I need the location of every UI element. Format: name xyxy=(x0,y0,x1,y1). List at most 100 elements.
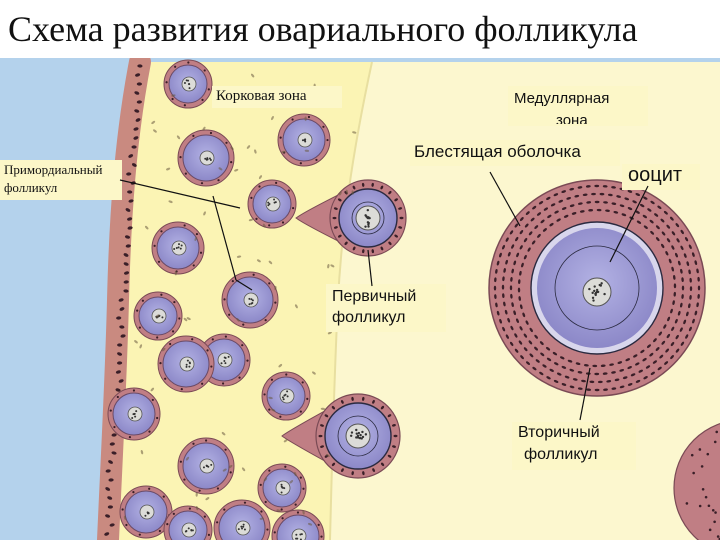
granulosa-dot xyxy=(716,535,720,538)
granulosa-dot xyxy=(627,190,633,193)
granulosa-dot xyxy=(556,218,561,222)
epithelium-cell xyxy=(123,253,129,257)
granulosa-dot xyxy=(317,523,320,526)
stromal-cell xyxy=(174,270,177,276)
granulosa-dot xyxy=(172,512,175,515)
epithelium-cell xyxy=(125,244,131,248)
granulosa-dot xyxy=(690,453,694,457)
chromatin-dot xyxy=(190,529,193,532)
granulosa-dot xyxy=(643,225,648,229)
granulosa-dot xyxy=(362,249,365,254)
granulosa-dot xyxy=(668,258,672,264)
primordial-follicle xyxy=(151,221,205,275)
granulosa-dot xyxy=(657,366,662,371)
granulosa-dot xyxy=(263,393,266,396)
granulosa-dot xyxy=(113,425,116,429)
granulosa-dot xyxy=(681,277,684,283)
granulosa-dot xyxy=(661,340,666,345)
granulosa-dot xyxy=(558,199,564,203)
chromatin-dot xyxy=(591,296,595,300)
granulosa-dot xyxy=(611,387,617,390)
granulosa-dot xyxy=(148,487,151,490)
chromatin-dot xyxy=(355,428,358,432)
epithelium-cell xyxy=(127,190,133,194)
chromatin-dot xyxy=(349,434,353,437)
granulosa-dot xyxy=(692,471,695,475)
primordial-follicle xyxy=(119,485,173,539)
surface-epithelium xyxy=(97,58,151,540)
chromatin-dot xyxy=(600,282,603,285)
granulosa-dot xyxy=(675,223,680,228)
granulosa-dot xyxy=(561,365,567,369)
granulosa-dot xyxy=(493,285,497,291)
granulosa-dot xyxy=(528,231,533,236)
stromal-cell xyxy=(263,477,268,482)
granulosa-dot xyxy=(537,233,541,238)
stromal-cell xyxy=(150,387,154,392)
nucleus xyxy=(291,528,307,540)
chromatin-dot xyxy=(188,362,191,365)
granulosa-dot xyxy=(255,217,258,220)
granulosa-dot xyxy=(588,209,594,212)
granulosa-dot xyxy=(228,313,231,316)
epithelium-cell xyxy=(124,271,130,275)
granulosa-dot xyxy=(617,361,623,364)
primary-follicle-label-line1: Первичный xyxy=(332,288,417,305)
granulosa-dot xyxy=(650,200,655,205)
chromatin-dot xyxy=(237,528,240,531)
stromal-cell xyxy=(228,464,233,469)
granulosa-dot xyxy=(211,338,214,341)
granulosa-dot xyxy=(387,454,392,458)
granulosa-dot xyxy=(499,252,502,258)
granulosa-dot xyxy=(207,88,210,91)
chromatin-dot xyxy=(224,362,227,365)
granulosa-dot xyxy=(380,405,385,410)
granulosa-dot xyxy=(322,125,325,128)
granulosa-dot xyxy=(388,190,392,195)
chromatin-dot xyxy=(227,355,230,358)
nucleus xyxy=(217,352,233,368)
granulosa-dot xyxy=(619,369,625,372)
chromatin-dot xyxy=(251,299,254,302)
chromatin-dot xyxy=(365,216,369,219)
granulosa-dot xyxy=(519,230,524,235)
granulosa-dot xyxy=(569,187,575,191)
granulosa-dot xyxy=(583,364,589,367)
granulosa-dot xyxy=(519,326,523,331)
oocyte-inner-ring xyxy=(351,201,385,235)
stromal-cell xyxy=(327,263,330,269)
granulosa-dot xyxy=(203,515,206,518)
granulosa-dot xyxy=(701,487,705,491)
granulosa-dot xyxy=(502,244,505,250)
granulosa-dot xyxy=(624,197,630,201)
granulosa-dot xyxy=(223,298,226,301)
granulosa-dot xyxy=(264,500,267,504)
granulosa-dot xyxy=(577,202,583,205)
epithelium-cell xyxy=(115,370,121,374)
granulosa-dot xyxy=(331,462,336,467)
stromal-cell xyxy=(185,456,190,461)
nucleus xyxy=(265,196,281,212)
granulosa-dot xyxy=(148,430,151,433)
stromal-cell xyxy=(289,480,294,484)
granulosa-dot xyxy=(340,400,344,404)
granulosa-dot xyxy=(338,234,342,238)
granulosa-dot xyxy=(635,362,640,366)
granulosa-dot xyxy=(664,361,669,365)
cortical-zone-label: Корковая зона xyxy=(216,88,307,104)
granulosa-dot xyxy=(650,371,655,376)
chromatin-dot xyxy=(144,514,147,517)
epithelium-cell xyxy=(105,487,111,491)
granulosa-dot xyxy=(557,372,562,376)
chromatin-dot xyxy=(185,363,188,366)
chromatin-dot xyxy=(592,299,595,302)
granulosa-dot xyxy=(153,244,156,247)
stromal-cell xyxy=(339,191,342,196)
granulosa-dot xyxy=(592,364,598,368)
stromal-cell xyxy=(221,431,226,436)
secondary-follicle-label-line1: Вторичный xyxy=(518,424,600,441)
granulosa-dot xyxy=(540,219,545,224)
granulosa-dot xyxy=(187,61,190,64)
granulosa-dot xyxy=(688,269,691,275)
stromal-cell xyxy=(241,467,246,472)
